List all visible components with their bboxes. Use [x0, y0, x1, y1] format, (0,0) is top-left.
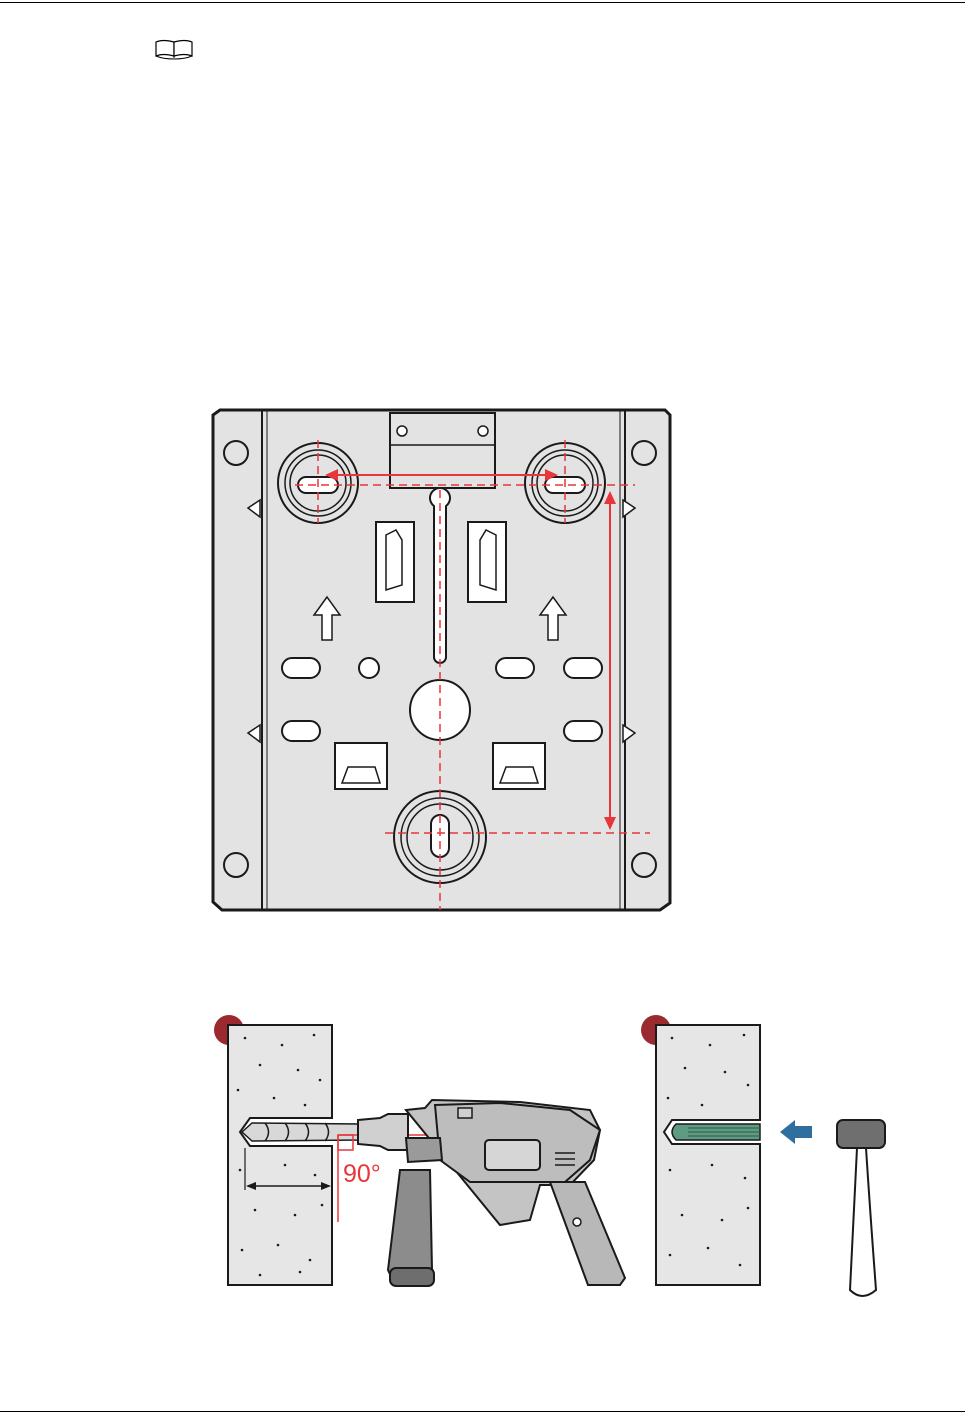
corner-hole — [632, 441, 656, 465]
angle-label: 90° — [343, 1162, 381, 1187]
book-icon — [150, 38, 200, 62]
corner-hole — [632, 853, 656, 877]
corner-hole — [224, 441, 248, 465]
rubber-mallet — [837, 1120, 885, 1296]
header-rule — [0, 2, 965, 3]
footer-rule — [0, 1411, 965, 1412]
expansion-bolt — [672, 1124, 760, 1140]
push-arrow-icon — [780, 1120, 812, 1144]
drilling-figure — [210, 1010, 900, 1305]
top-clip — [390, 413, 495, 488]
drill-bit — [242, 1123, 360, 1141]
wall-section-left — [228, 1025, 332, 1285]
mounting-bracket-figure — [210, 405, 675, 915]
wall-section-right — [656, 1025, 760, 1285]
hammer-drill — [358, 1100, 625, 1286]
corner-hole — [224, 853, 248, 877]
